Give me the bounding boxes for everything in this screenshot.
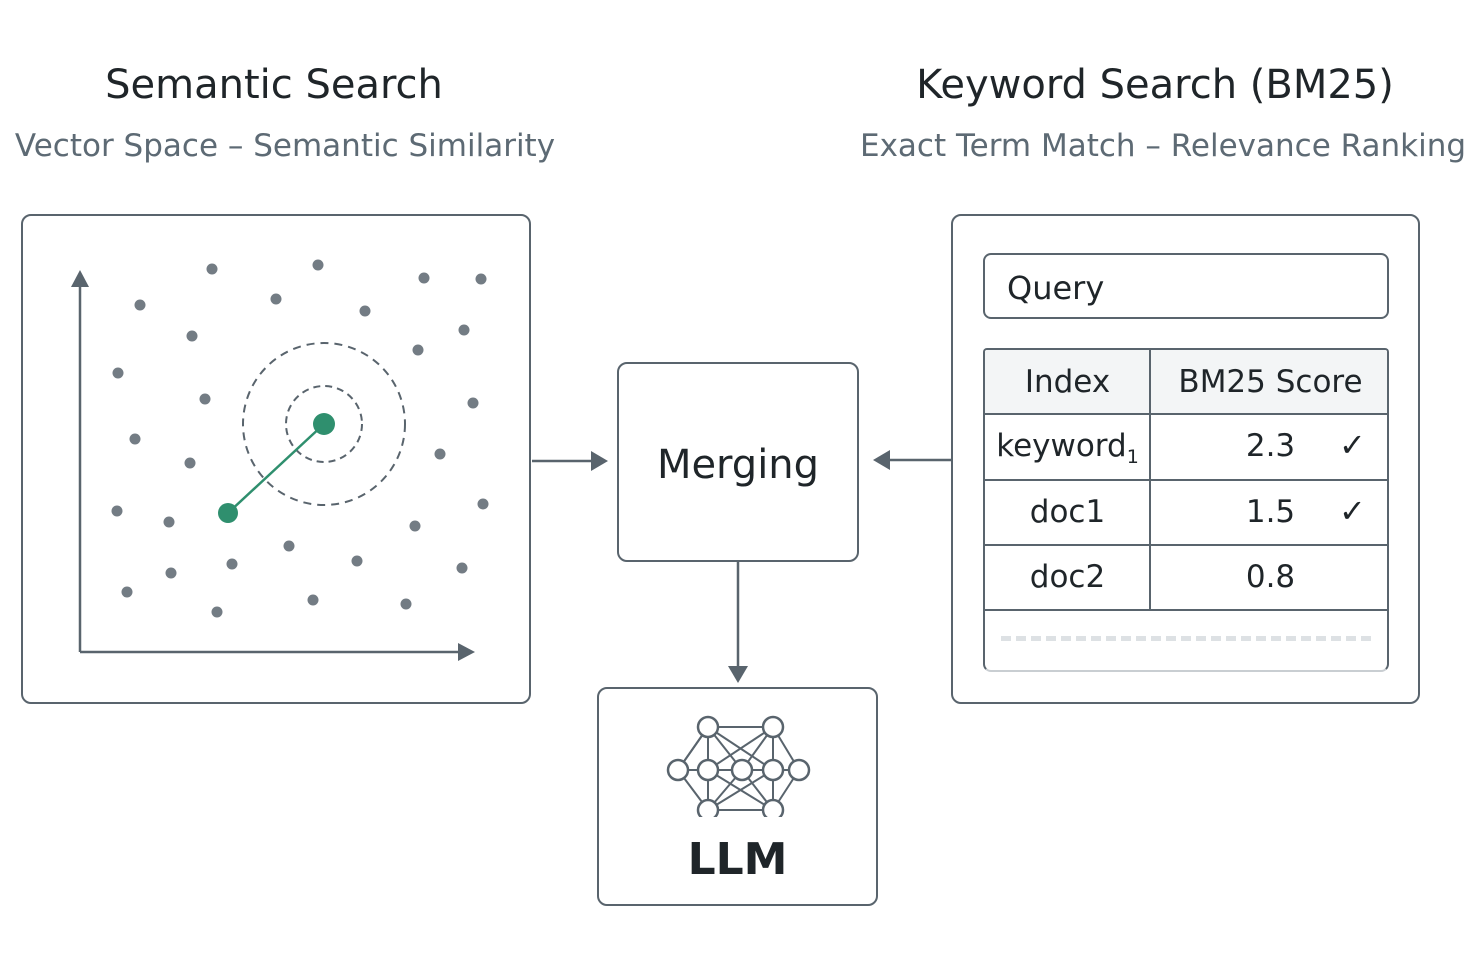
query-field[interactable]: Query: [983, 253, 1389, 319]
merging-to-llm-arrowhead: [728, 666, 748, 683]
vector-points: [111, 259, 489, 618]
keyword-search-title: Keyword Search (BM25): [916, 62, 1394, 108]
query-vector-point: [218, 503, 238, 523]
vector-point: [226, 558, 238, 570]
table-row: keyword1 2.3 ✓: [985, 415, 1387, 481]
row-index: doc2: [1029, 559, 1106, 595]
vector-point: [467, 397, 479, 409]
semantic-to-merging-arrowhead: [591, 451, 608, 471]
vector-point: [186, 330, 198, 342]
row-index: keyword1: [996, 428, 1139, 469]
vector-point: [121, 586, 133, 598]
check-icon: ✓: [1339, 426, 1366, 464]
placeholder-row: [985, 611, 1387, 670]
vector-point: [434, 448, 446, 460]
semantic-search-title: Semantic Search: [105, 62, 443, 108]
y-axis-arrow: [71, 270, 89, 287]
vector-point: [129, 433, 141, 445]
bm25-table: Index BM25 Score keyword1 2.3 ✓ doc1 1.5…: [983, 348, 1389, 672]
vector-point: [477, 498, 489, 510]
row-score: 0.8: [1245, 559, 1296, 595]
vector-point: [134, 299, 146, 311]
x-axis-arrow: [458, 643, 475, 661]
header-index: Index: [1024, 364, 1111, 400]
vector-point: [458, 324, 470, 336]
vector-point: [165, 567, 177, 579]
keyword-search-subtitle: Exact Term Match – Relevance Ranking: [860, 128, 1464, 164]
semantic-search-subtitle: Vector Space – Semantic Similarity: [14, 128, 556, 164]
vector-point: [111, 505, 123, 517]
vector-point: [456, 562, 468, 574]
keyword-search-panel: Query Index BM25 Score keyword1 2.3 ✓ do…: [951, 214, 1420, 704]
similarity-link: [227, 423, 325, 514]
vector-point: [412, 344, 424, 356]
table-header-row: Index BM25 Score: [985, 350, 1387, 415]
vector-point: [418, 272, 430, 284]
vector-point: [184, 457, 196, 469]
vector-point: [206, 263, 218, 275]
header-bm25-score: BM25 Score: [1178, 364, 1363, 400]
table-row: doc1 1.5 ✓: [985, 481, 1387, 546]
row-index-subscript: 1: [1126, 446, 1139, 469]
vector-point: [163, 516, 175, 528]
vector-point: [409, 520, 421, 532]
similarity-radius-inner: [285, 385, 363, 463]
table-row: doc2 0.8: [985, 546, 1387, 611]
placeholder-line: [1001, 636, 1371, 641]
vector-point: [112, 367, 124, 379]
vector-point: [351, 555, 363, 567]
vector-point: [400, 598, 412, 610]
vector-point: [211, 606, 223, 618]
vector-space-panel: [21, 214, 531, 704]
vector-point: [312, 259, 324, 271]
neural-network-icon: [666, 715, 811, 817]
merging-box: Merging: [617, 362, 859, 562]
row-score: 1.5: [1245, 494, 1296, 530]
check-icon: ✓: [1339, 492, 1366, 530]
vector-point: [270, 293, 282, 305]
vector-space-plot: [71, 259, 489, 661]
row-index: doc1: [1029, 494, 1106, 530]
vector-point: [307, 594, 319, 606]
llm-label: LLM: [687, 834, 788, 885]
vector-point: [199, 393, 211, 405]
llm-box: LLM: [597, 687, 878, 906]
query-label: Query: [1007, 269, 1105, 307]
similarity-radius-outer: [242, 342, 406, 506]
vector-point: [475, 273, 487, 285]
keyword-to-merging-arrowhead: [873, 450, 890, 470]
vector-point: [359, 305, 371, 317]
nearest-neighbor-point: [313, 413, 335, 435]
merging-label: Merging: [656, 442, 820, 488]
row-score: 2.3: [1245, 428, 1296, 464]
vector-point: [283, 540, 295, 552]
